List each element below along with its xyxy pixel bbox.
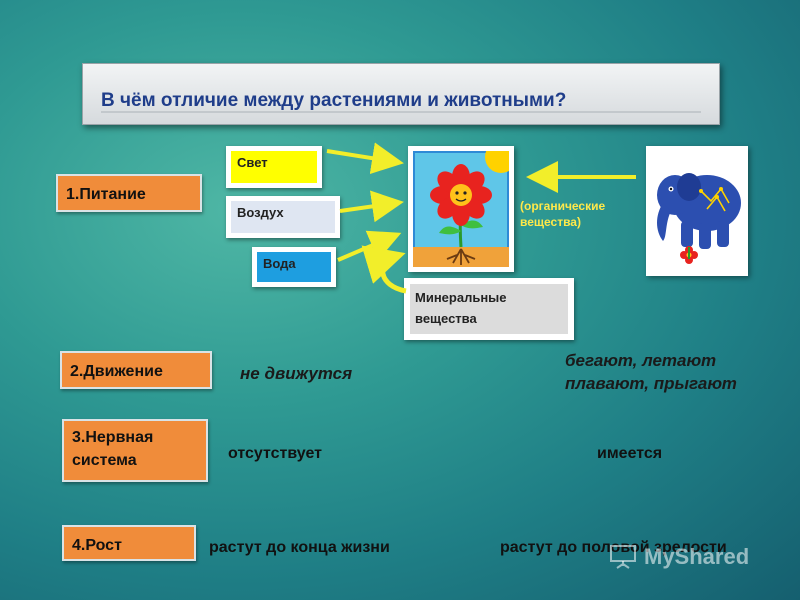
water-card: Вода [252, 247, 336, 287]
flower-picture [408, 141, 517, 272]
minerals-card: Минеральные вещества [404, 278, 574, 340]
organic-label: (органические вещества) [520, 199, 606, 230]
movement-plants: не движутся [240, 364, 353, 383]
category-growth: 4.Рост [62, 525, 196, 561]
growth-animals: растут до половой зрелости [500, 539, 727, 556]
nervous-animals: имеется [597, 445, 663, 462]
minerals-label: Минеральные вещества [410, 284, 568, 334]
light-card: Свет [226, 146, 322, 188]
category-nervous-system: 3.Нервная система [62, 419, 208, 482]
light-label: Свет [231, 151, 317, 183]
category-label: 4.Рост [72, 537, 122, 554]
watermark: MyShared [608, 544, 749, 570]
movement-animals: бегают, летают плавают, прыгают [565, 351, 737, 393]
category-movement: 2.Движение [60, 351, 212, 389]
title-box: В чём отличие между растениями и животны… [82, 63, 720, 125]
page-title: В чём отличие между растениями и животны… [101, 90, 567, 111]
arrow-minerals [361, 245, 407, 294]
category-label: 1.Питание [66, 186, 146, 203]
air-label: Воздух [231, 201, 335, 233]
category-nutrition: 1.Питание [56, 174, 202, 212]
elephant-icon [651, 151, 743, 271]
category-label: 2.Движение [70, 363, 163, 380]
title-underline [101, 111, 701, 113]
arrow-light [326, 142, 404, 175]
category-label: 3.Нервная система [72, 429, 154, 470]
flower-icon [411, 141, 517, 269]
arrow-water [337, 230, 402, 262]
air-card: Воздух [226, 196, 340, 238]
elephant-picture [646, 146, 748, 276]
growth-plants: растут до конца жизни [209, 539, 390, 556]
water-label: Вода [257, 252, 331, 282]
presentation-icon [610, 545, 636, 569]
arrow-air [339, 190, 404, 223]
watermark-text: MyShared [644, 544, 750, 569]
nervous-plants: отсутствует [228, 445, 322, 462]
